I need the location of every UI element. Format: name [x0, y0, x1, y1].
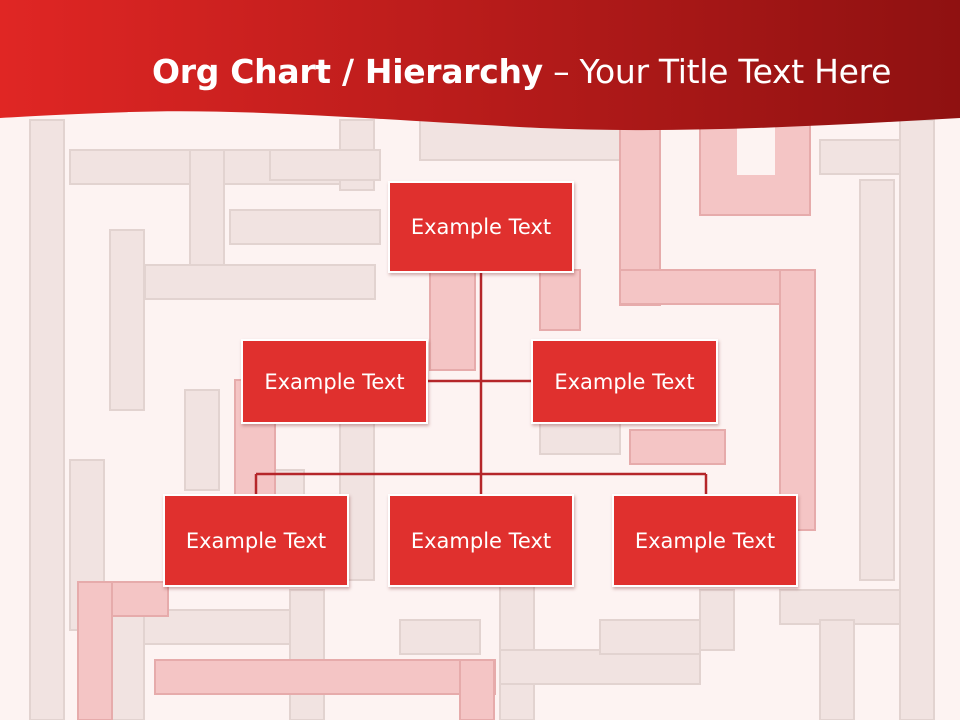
title-banner	[0, 0, 960, 131]
slide-title: Org Chart / Hierarchy – Your Title Text …	[152, 52, 891, 91]
title-bold: Org Chart / Hierarchy	[152, 52, 543, 91]
org-node-level3-center[interactable]: Example Text	[388, 494, 574, 587]
title-separator: –	[542, 52, 580, 91]
org-node-level3-right[interactable]: Example Text	[612, 494, 798, 587]
org-node-level2-right[interactable]: Example Text	[531, 339, 718, 424]
org-node-level3-left[interactable]: Example Text	[163, 494, 349, 587]
org-node-level2-left[interactable]: Example Text	[241, 339, 428, 424]
org-node-root[interactable]: Example Text	[388, 181, 574, 273]
title-regular: Your Title Text Here	[579, 52, 892, 91]
